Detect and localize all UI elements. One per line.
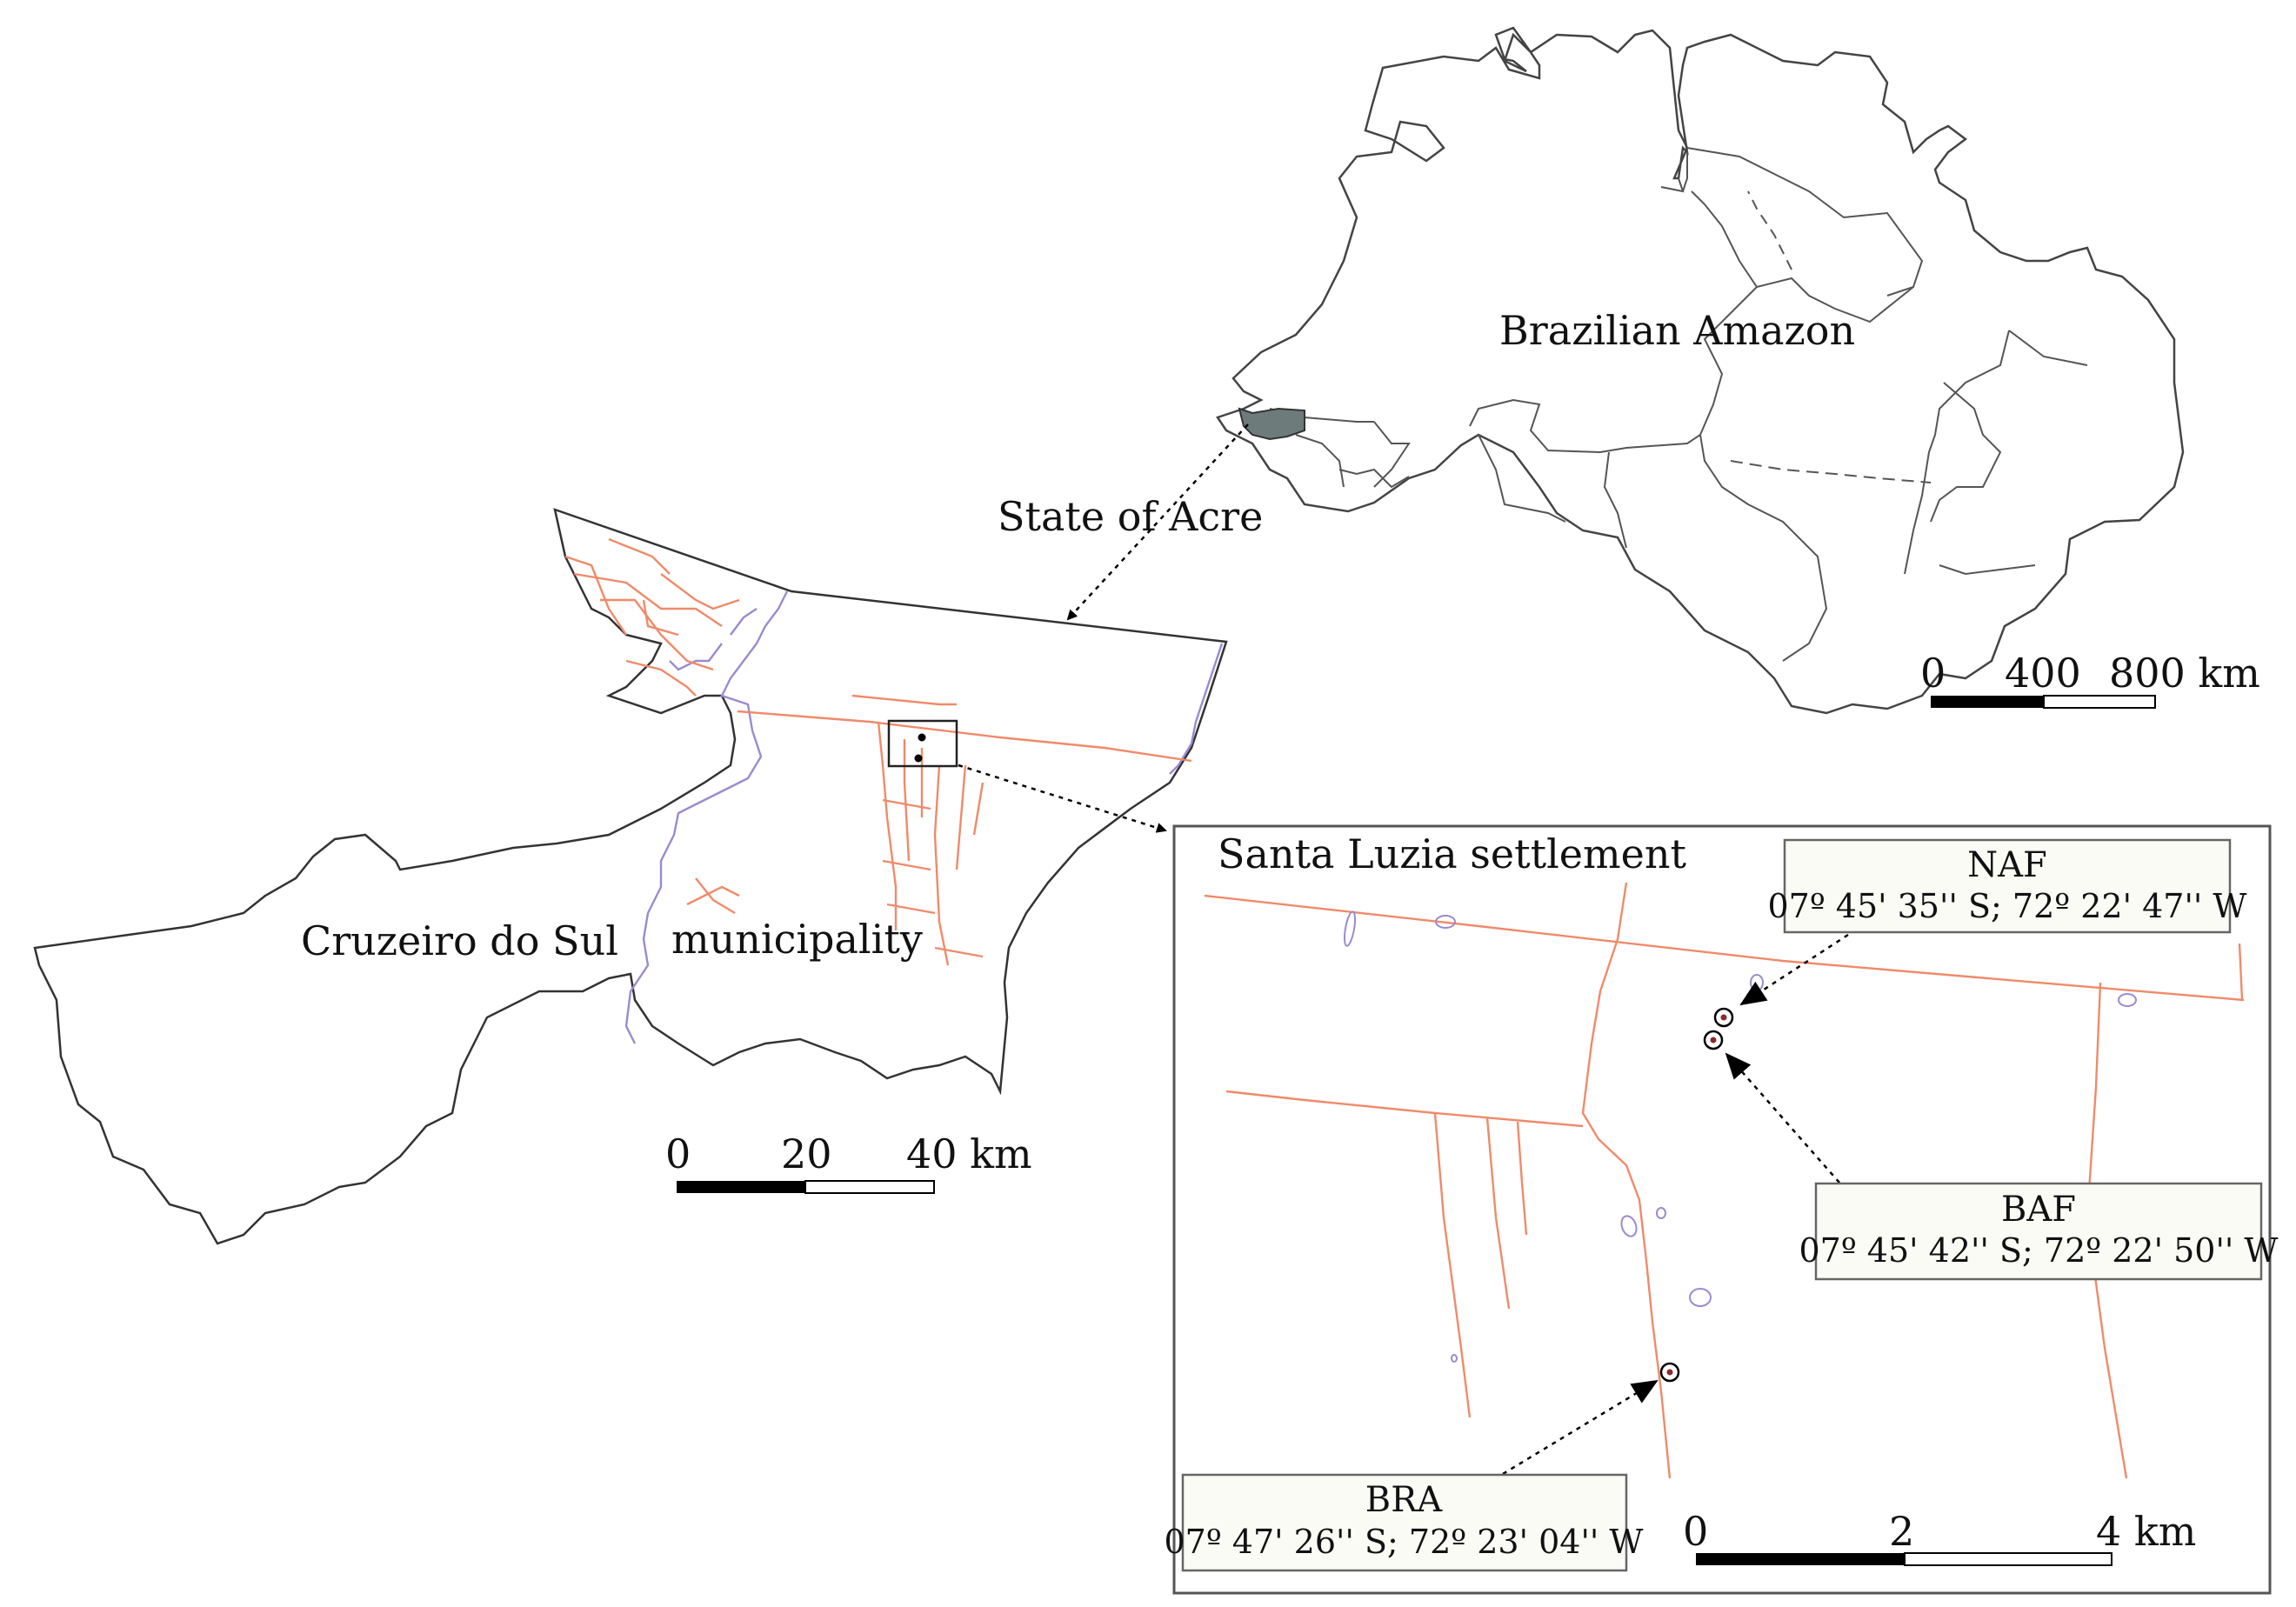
state-border — [1338, 468, 1410, 489]
road — [851, 694, 957, 706]
municipality-scale-0: 0 — [665, 1130, 691, 1177]
naf-arrow — [1739, 933, 1849, 1006]
settlement-scale-0: 0 — [1683, 1508, 1708, 1555]
amazon-scale-mid: 400 — [2005, 650, 2081, 697]
site-dot — [914, 754, 923, 763]
amazon-scale-0: 0 — [1920, 650, 1946, 697]
state-border — [1295, 434, 1345, 488]
state-border — [1904, 330, 2010, 575]
state-border — [1930, 382, 2002, 523]
road — [877, 721, 898, 930]
road — [882, 798, 931, 810]
inset-road — [1485, 1117, 1511, 1310]
pond — [2118, 993, 2137, 1007]
road — [642, 599, 679, 637]
state-border — [1939, 564, 2036, 576]
amazon-scalebar: 0 400 800 km — [1920, 650, 2260, 709]
road — [934, 946, 984, 958]
pond — [1689, 1288, 1712, 1307]
state-border — [1699, 434, 1828, 662]
pond — [1656, 1207, 1666, 1219]
inset-road — [1433, 1112, 1472, 1418]
site-markers — [1659, 1007, 1734, 1383]
inset-road — [2238, 943, 2244, 1001]
bra-arrow — [1502, 1379, 1659, 1476]
road — [625, 659, 697, 697]
road — [886, 903, 936, 915]
municipality-map: 0 20 40 km Cruzeiro do Sul municipality — [33, 508, 1228, 1245]
inset-road — [1581, 882, 1672, 1479]
bra-coords: 07º 47' 26'' S; 72º 23' 04'' W — [1165, 1523, 1644, 1561]
state-of-acre-label: State of Acre — [998, 493, 1263, 540]
pond — [1451, 1354, 1458, 1363]
state-border — [1730, 460, 1932, 483]
river — [669, 643, 723, 671]
settlement-scalebar: 0 2 4 km — [1683, 1508, 2196, 1566]
bra-code: BRA — [1365, 1480, 1444, 1520]
amazon-scale-end: 800 km — [2109, 650, 2260, 697]
road — [955, 764, 967, 870]
road — [933, 764, 950, 966]
settlement-label: Santa Luzia settlement — [1218, 830, 1686, 877]
settlement-inset: Santa Luzia settlement NAF 07º 45' 35'' … — [1165, 824, 2279, 1595]
baf-coords: 07º 45' 42'' S; 72º 22' 50'' W — [1799, 1231, 2279, 1270]
municipality-word-label: municipality — [671, 916, 923, 963]
acre-to-municipality-arrow — [1066, 423, 1249, 621]
state-border — [1373, 421, 1411, 488]
road — [972, 782, 984, 836]
river — [624, 590, 789, 1044]
municipality-scale-end: 40 km — [906, 1130, 1032, 1177]
settlement-locator-box — [887, 719, 958, 768]
inset-road — [1516, 1121, 1528, 1236]
state-border — [1756, 277, 1914, 323]
site-dot — [918, 733, 926, 742]
municipality-outline — [33, 508, 1228, 1245]
road — [903, 739, 911, 862]
state-border — [2008, 330, 2088, 366]
bra-label-box: BRA 07º 47' 26'' S; 72º 23' 04'' W — [1165, 1473, 1644, 1572]
river — [1169, 643, 1224, 775]
settlement-scale-mid: 2 — [1889, 1508, 1914, 1555]
inset-road — [1225, 1090, 1584, 1128]
acre-highlight — [1238, 407, 1305, 441]
road — [660, 573, 740, 610]
state-border — [1747, 190, 1792, 270]
pond — [1343, 910, 1357, 947]
baf-code: BAF — [2001, 1190, 2076, 1230]
brazilian-amazon-map: 0 400 800 km Brazilian Amazon — [1216, 26, 2260, 715]
road — [695, 877, 736, 915]
road — [564, 555, 627, 636]
municipality-name-label: Cruzeiro do Sul — [301, 917, 618, 964]
state-border — [1478, 434, 1566, 523]
pond — [1435, 915, 1456, 929]
road — [573, 572, 723, 627]
state-border — [1682, 152, 1688, 192]
road — [600, 598, 714, 671]
locator-to-inset-arrow — [958, 763, 1167, 833]
road — [686, 885, 740, 906]
state-border — [1603, 451, 1627, 549]
state-border — [1686, 147, 1924, 297]
pond — [1620, 1215, 1638, 1237]
road — [608, 537, 671, 575]
amazon-outline — [1216, 26, 2185, 715]
naf-label-box: NAF 07º 45' 35'' S; 72º 22' 47'' W — [1768, 838, 2247, 934]
settlement-scale-end: 4 km — [2096, 1508, 2196, 1555]
naf-code: NAF — [1967, 845, 2047, 885]
road — [882, 859, 931, 871]
river — [730, 608, 758, 636]
road — [737, 710, 1192, 763]
baf-label-box: BAF 07º 45' 42'' S; 72º 22' 50'' W — [1799, 1182, 2279, 1281]
inset-road — [1204, 894, 2245, 1002]
municipality-scale-mid: 20 — [781, 1130, 832, 1177]
municipality-scalebar: 0 20 40 km — [665, 1130, 1032, 1194]
brazilian-amazon-label: Brazilian Amazon — [1499, 307, 1855, 354]
naf-coords: 07º 45' 35'' S; 72º 22' 47'' W — [1768, 887, 2247, 925]
